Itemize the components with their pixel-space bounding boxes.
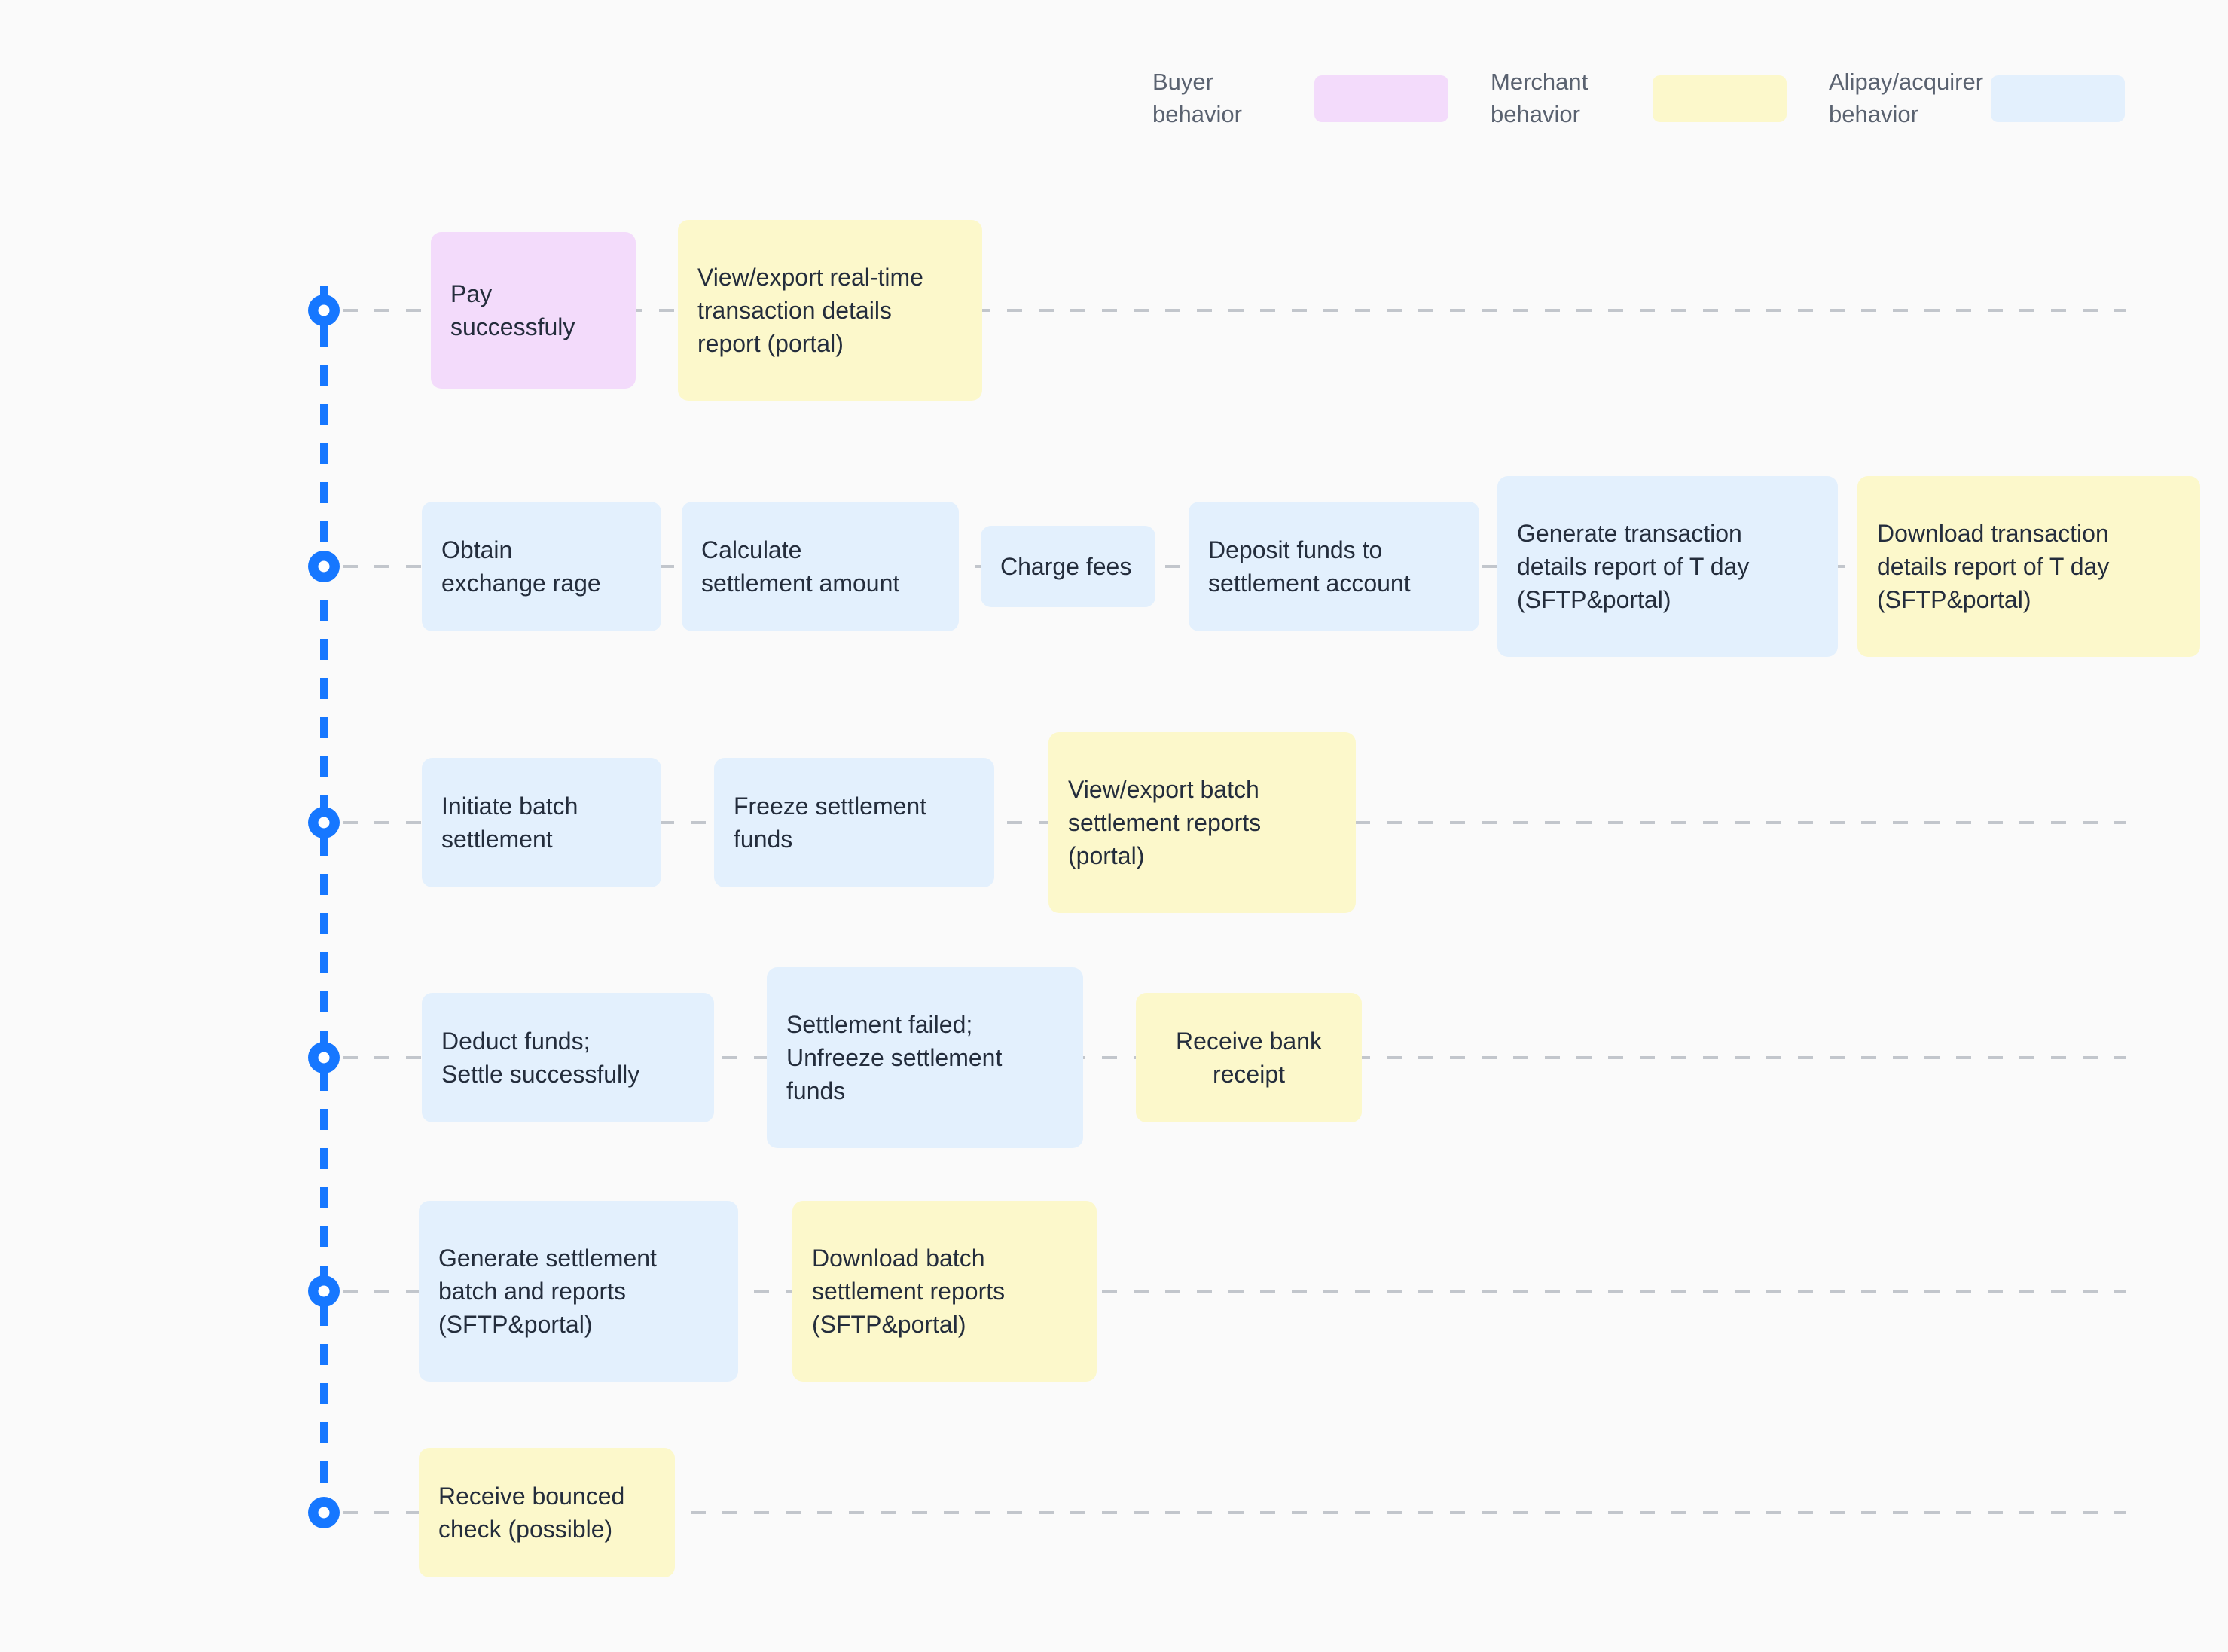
legend-label-acquirer: Alipay/acquirer behavior: [1829, 69, 1984, 127]
legend-label-merchant: Merchant behavior: [1491, 69, 1589, 127]
activity-box[interactable]: Deposit funds to settlement account: [1189, 502, 1479, 631]
activity-box[interactable]: Settlement failed; Unfreeze settlement f…: [767, 967, 1083, 1148]
timeline-marker[interactable]: [308, 1275, 340, 1307]
timeline-marker[interactable]: [308, 295, 340, 326]
legend-swatch-acquirer: [1991, 75, 2125, 122]
legend-item-merchant: Merchant behavior: [1491, 66, 1829, 131]
legend-item-acquirer: Alipay/acquirer behavior: [1829, 66, 2125, 131]
row-dashed-connector: [343, 309, 2126, 312]
legend-item-buyer: Buyer behavior: [1152, 66, 1491, 131]
activity-box[interactable]: Obtain exchange rage: [422, 502, 661, 631]
activity-box[interactable]: Generate settlement batch and reports (S…: [419, 1201, 738, 1382]
activity-box[interactable]: Receive bank receipt: [1136, 993, 1362, 1122]
legend: Buyer behavior Merchant behavior Alipay/ac…: [1152, 66, 2125, 131]
legend-label-buyer: Buyer behavior: [1152, 69, 1242, 127]
activity-box[interactable]: Pay successfuly: [431, 232, 636, 389]
timeline-marker[interactable]: [308, 551, 340, 582]
activity-box[interactable]: Download transaction details report of T…: [1857, 476, 2200, 657]
timeline-marker[interactable]: [308, 1042, 340, 1073]
activity-box[interactable]: Receive bounced check (possible): [419, 1448, 675, 1577]
activity-box[interactable]: Generate transaction details report of T…: [1497, 476, 1838, 657]
activity-box[interactable]: Calculate settlement amount: [682, 502, 959, 631]
legend-swatch-buyer: [1314, 75, 1448, 122]
row-dashed-connector: [343, 1511, 2126, 1514]
activity-box[interactable]: Initiate batch settlement: [422, 758, 661, 887]
legend-swatch-merchant: [1653, 75, 1787, 122]
activity-box[interactable]: Download batch settlement reports (SFTP&…: [792, 1201, 1097, 1382]
timeline-marker[interactable]: [308, 1497, 340, 1528]
row-dashed-connector: [343, 1290, 2126, 1293]
activity-box[interactable]: View/export batch settlement reports (po…: [1048, 732, 1356, 913]
activity-box[interactable]: Charge fees: [981, 526, 1155, 607]
activity-box[interactable]: Freeze settlement funds: [714, 758, 994, 887]
activity-box[interactable]: View/export real-time transaction detail…: [678, 220, 982, 401]
timeline-spine: [320, 286, 328, 1514]
timeline-marker[interactable]: [308, 807, 340, 838]
activity-box[interactable]: Deduct funds; Settle successfully: [422, 993, 714, 1122]
